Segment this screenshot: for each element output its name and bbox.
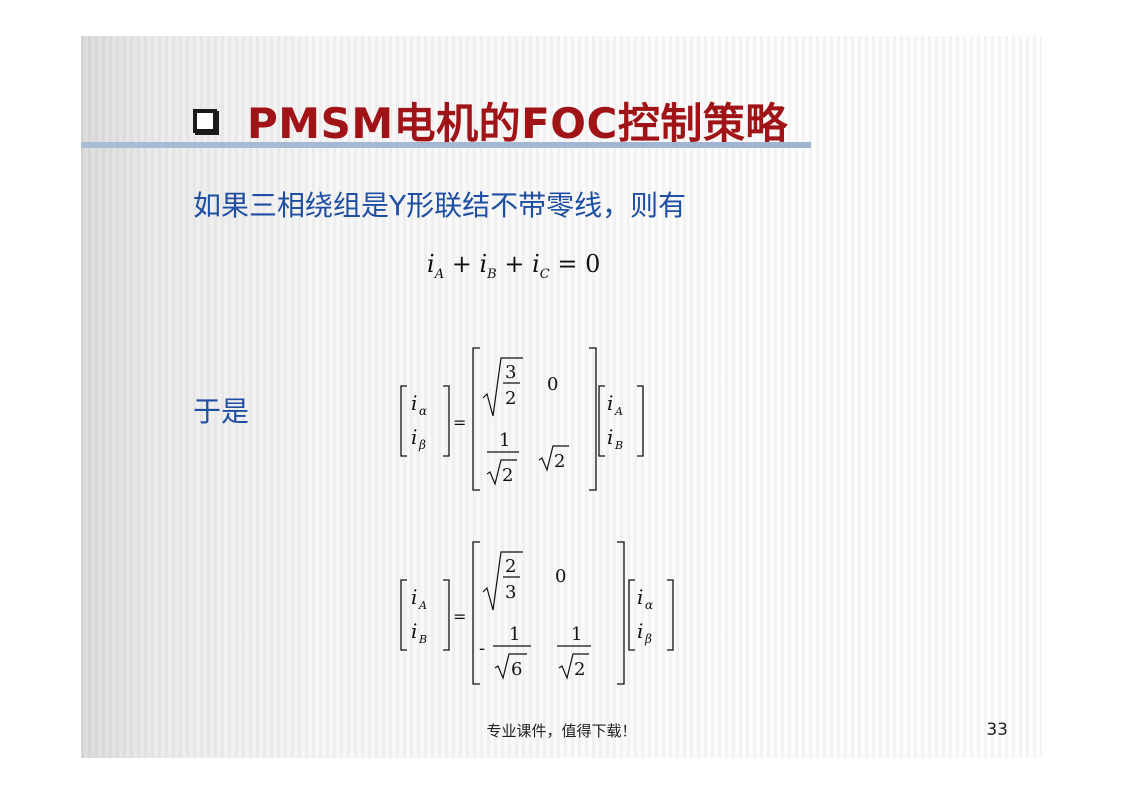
svg-text:i: i: [607, 391, 613, 415]
svg-text:α: α: [645, 598, 653, 612]
title-row: PMSM电机的FOC控制策略: [193, 90, 788, 150]
svg-text:i: i: [411, 619, 417, 643]
svg-text:3: 3: [505, 362, 516, 383]
svg-text:B: B: [418, 633, 427, 646]
title-divider: [81, 142, 811, 148]
footer-text: 专业课件，值得下载！: [486, 722, 637, 740]
page-number: 33: [986, 720, 1008, 740]
svg-text:i: i: [411, 391, 417, 415]
svg-text:6: 6: [511, 659, 522, 680]
svg-text:i: i: [607, 425, 613, 449]
hollow-square-bullet-icon: [193, 109, 217, 133]
svg-text:2: 2: [505, 556, 516, 577]
svg-text:β: β: [644, 632, 652, 646]
svg-text:2: 2: [505, 388, 516, 409]
svg-text:3: 3: [505, 582, 516, 603]
svg-text:-: -: [479, 638, 485, 659]
svg-text:α: α: [419, 404, 427, 418]
svg-text:0: 0: [555, 566, 566, 587]
svg-text:1: 1: [571, 624, 582, 645]
inverse-clarke-transform-equation: i A i B = 2 3 0 - 1 6 1 2 i α i β: [400, 541, 674, 685]
svg-text:A: A: [418, 599, 427, 612]
svg-text:2: 2: [502, 465, 513, 486]
slide-title: PMSM电机的FOC控制策略: [247, 98, 788, 148]
svg-text:β: β: [418, 438, 426, 452]
svg-text:1: 1: [509, 624, 520, 645]
label-then: 于是: [193, 395, 250, 428]
svg-text:1: 1: [499, 430, 510, 451]
svg-text:A: A: [614, 405, 623, 418]
equation-current-sum: iA + iB + iC = 0: [427, 250, 601, 282]
svg-text:2: 2: [574, 659, 585, 680]
svg-text:=: =: [453, 413, 466, 432]
svg-text:=: =: [453, 607, 466, 626]
svg-text:B: B: [614, 439, 623, 452]
slide: PMSM电机的FOC控制策略 如果三相绕组是Y形联结不带零线，则有 iA + i…: [81, 36, 1042, 758]
svg-text:i: i: [411, 585, 417, 609]
clarke-transform-equation: i α i β = 3 2 0 1 2 2 i A i B: [400, 347, 644, 491]
svg-text:i: i: [637, 585, 643, 609]
intro-text: 如果三相绕组是Y形联结不带零线，则有: [193, 189, 687, 222]
svg-text:i: i: [411, 425, 417, 449]
svg-text:i: i: [637, 619, 643, 643]
svg-text:0: 0: [547, 374, 558, 395]
svg-text:2: 2: [554, 451, 565, 472]
